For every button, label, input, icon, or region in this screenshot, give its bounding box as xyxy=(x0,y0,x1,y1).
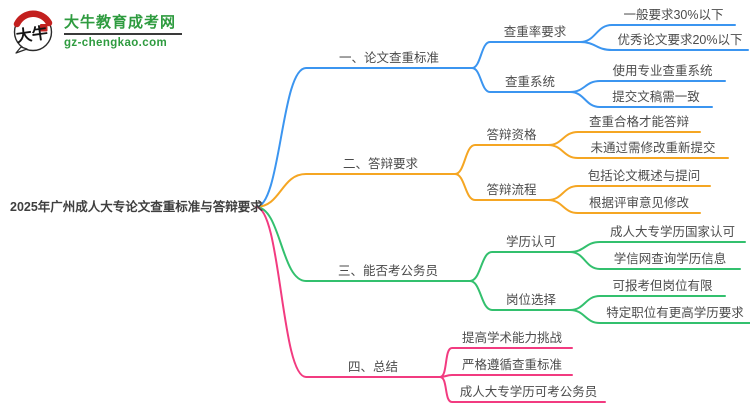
connector-branch1-sub2 xyxy=(471,67,571,93)
connector-root-branch1 xyxy=(255,67,473,208)
branch-4-topic: 四、总结 xyxy=(347,360,398,374)
leaf-follow-check-standard: 严格遵循查重标准 xyxy=(461,358,562,372)
connector-branch3-leaf4 xyxy=(569,309,750,324)
bubble-tail xyxy=(15,46,28,54)
leaf-limited-positions: 可报考但岗位有限 xyxy=(612,279,713,293)
leaf-academic-challenge: 提高学术能力挑战 xyxy=(461,331,562,345)
connector-branch1-leaf2 xyxy=(579,41,749,51)
branch-3-topic: 三、能否考公务员 xyxy=(337,264,438,278)
root-topic: 2025年广州成人大专论文查重标准与答辩要求 xyxy=(10,200,263,214)
logo-domain: gz-chengkao.com xyxy=(64,37,168,49)
connector-branch2-leaf2 xyxy=(547,144,729,159)
leaf-pass-check-to-defend: 查重合格才能答辩 xyxy=(588,115,689,129)
logo-bubble-icon: 大牛 xyxy=(13,10,53,54)
branch-2-topic: 二、答辩要求 xyxy=(342,157,418,171)
leaf-chsi-query: 学信网查询学历信息 xyxy=(613,252,727,266)
node-defense-qualification: 答辩资格 xyxy=(486,128,537,142)
red-seal xyxy=(40,24,48,32)
leaf-statement-and-questions: 包括论文概述与提问 xyxy=(587,169,701,183)
logo-text-block: 大牛教育成考网 gz-chengkao.com xyxy=(64,13,182,50)
site-logo: 大牛 大牛教育成考网 gz-chengkao.com xyxy=(10,8,182,55)
connector-branch1-leaf4 xyxy=(569,91,713,108)
leaf-professional-system: 使用专业查重系统 xyxy=(612,64,713,78)
leaf-consistent-submission: 提交文稿需一致 xyxy=(612,90,700,104)
connector-branch3-leaf2 xyxy=(569,251,741,270)
leaf-revise-resubmit: 未通过需修改重新提交 xyxy=(590,141,716,155)
logo-icon-text: 大牛 xyxy=(15,23,49,46)
node-position-selection: 岗位选择 xyxy=(505,293,556,307)
connector-branch4-leaf3 xyxy=(439,376,606,403)
leaf-can-take-civil-exam: 成人大专学历可考公务员 xyxy=(459,385,598,399)
logo-brand-name: 大牛教育成考网 xyxy=(64,14,177,31)
connector-branch3-sub1 xyxy=(469,251,571,282)
node-check-system: 查重系统 xyxy=(504,75,555,89)
connector-branch2-sub1 xyxy=(454,144,549,175)
node-defense-process: 答辩流程 xyxy=(486,183,537,197)
leaf-revise-per-review: 根据评审意见修改 xyxy=(588,196,689,210)
branch-1-topic: 一、论文查重标准 xyxy=(338,51,439,65)
connector-root-branch3 xyxy=(255,206,471,282)
connector-branch1-sub1 xyxy=(471,41,581,69)
leaf-higher-degree-required: 特定职位有更高学历要求 xyxy=(606,306,744,320)
node-check-rate-requirement: 查重率要求 xyxy=(503,25,567,39)
connector-branch4-leaf2 xyxy=(439,374,573,378)
logo-divider xyxy=(64,33,182,35)
red-arc xyxy=(13,10,53,28)
connector-branch2-leaf4 xyxy=(547,199,701,214)
leaf-excellent-20-percent: 优秀论文要求20%以下 xyxy=(617,33,743,47)
connector-branch3-sub2 xyxy=(469,280,571,311)
connector-branch2-sub2 xyxy=(454,173,549,201)
leaf-state-recognized: 成人大专学历国家认可 xyxy=(609,225,735,239)
node-degree-recognition: 学历认可 xyxy=(505,235,556,249)
connector-root-branch2 xyxy=(255,173,456,208)
connector-root-branch4 xyxy=(255,206,441,378)
leaf-general-30-percent: 一般要求30%以下 xyxy=(623,8,724,22)
